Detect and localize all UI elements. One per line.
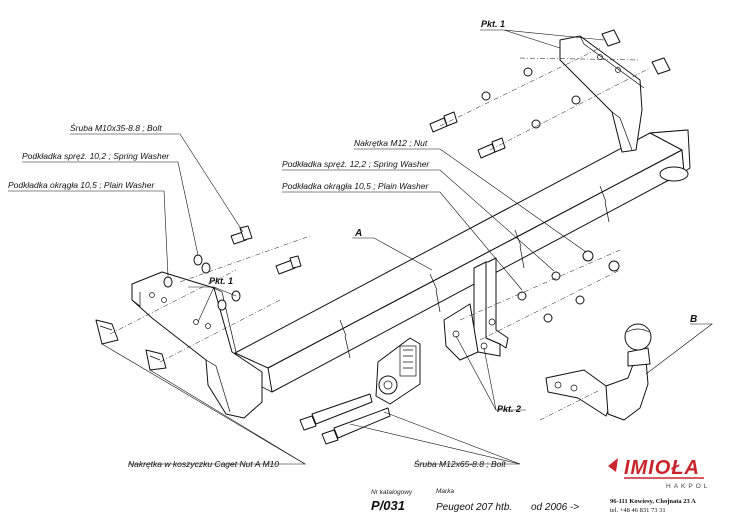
catalog-number: P/031 [371,498,405,513]
leader-lines [8,29,713,465]
catalog-caption: Nr katalogowy [371,489,413,496]
label-pkt1-top: Pkt. 1 [481,19,505,29]
label-plain-washer-right: Podkładka okrągła 10,5 ; Plain Washer [282,181,429,191]
label-plain-washer-left: Podkładka okrągła 10,5 ; Plain Washer [8,180,155,190]
label-spring-washer-left: Podkładka spręż. 10,2 ; Spring Washer [22,151,170,161]
left-fasteners [95,225,311,371]
label-spring-washer-right: Podkładka spręż. 12,2 ; Spring Washer [282,159,430,169]
right-side-bracket [519,35,645,153]
label-cage-nut: Nakrętka w koszyczku Caget Nut A M10 [128,459,279,469]
imiola-logo: IMIOŁA HAKPOL 96-111 Kowiesy, Chojnata 2… [608,457,710,514]
label-pkt1-left: Pkt. 1 [209,276,233,286]
phone: tel. +48 46 831 73 31 [610,507,666,514]
label-pkt2: Pkt. 2 [497,404,521,414]
make-value: Peugeot 207 htb. [436,502,512,513]
logo-sub: HAKPOL [666,483,710,490]
right-fasteners [429,29,671,341]
electrical-socket-plate [375,337,421,405]
label-part-a: A [354,228,362,239]
bottom-m12-bolts [299,393,391,445]
label-bolt-m10: Śruba M10x35-8.8 ; Bolt [70,122,162,133]
from-year-value: od 2006 -> [531,502,579,513]
label-part-b: B [690,314,697,325]
logo-brand: IMIOŁA [624,457,700,479]
label-nut-m12: Nakrętka M12 ; Nut [354,138,428,148]
center-mount-brackets [443,257,509,361]
label-bolt-m12: Śruba M12x65-8.8 ; Bolt [414,458,506,469]
make-caption: Marka [436,488,454,495]
left-side-bracket [131,271,263,419]
address: 96-111 Kowiesy, Chojnata 23 A [610,498,696,505]
tow-ball-b [539,323,652,421]
